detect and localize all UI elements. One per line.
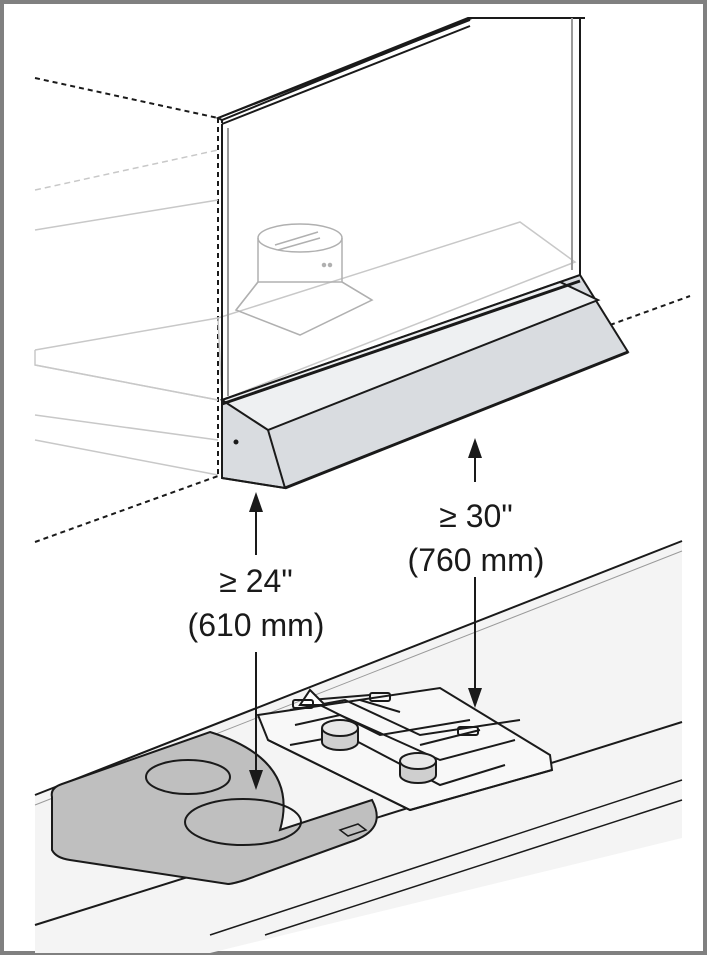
right-clearance-inches: ≥ 30" (439, 498, 512, 534)
burner-knob-right (399, 752, 437, 784)
burner-knob-left (321, 719, 359, 751)
glass-canopy (215, 17, 585, 400)
left-clearance-mm: (610 mm) (188, 607, 325, 643)
right-clearance-label: ≥ 30" (760 mm) (408, 498, 545, 578)
right-clearance-arrow (468, 438, 482, 708)
induction-cooktop (50, 730, 378, 886)
left-clearance-inches: ≥ 24" (219, 563, 292, 599)
duct-collar (234, 223, 374, 336)
right-clearance-mm: (760 mm) (408, 542, 545, 578)
hood-front-panel (219, 273, 630, 490)
cabinet-interior-lines (34, 149, 577, 476)
left-clearance-arrow (249, 492, 263, 790)
upper-cabinet (34, 77, 691, 543)
gas-cooktop (256, 686, 554, 812)
left-clearance-label: ≥ 24" (610 mm) (188, 563, 325, 643)
